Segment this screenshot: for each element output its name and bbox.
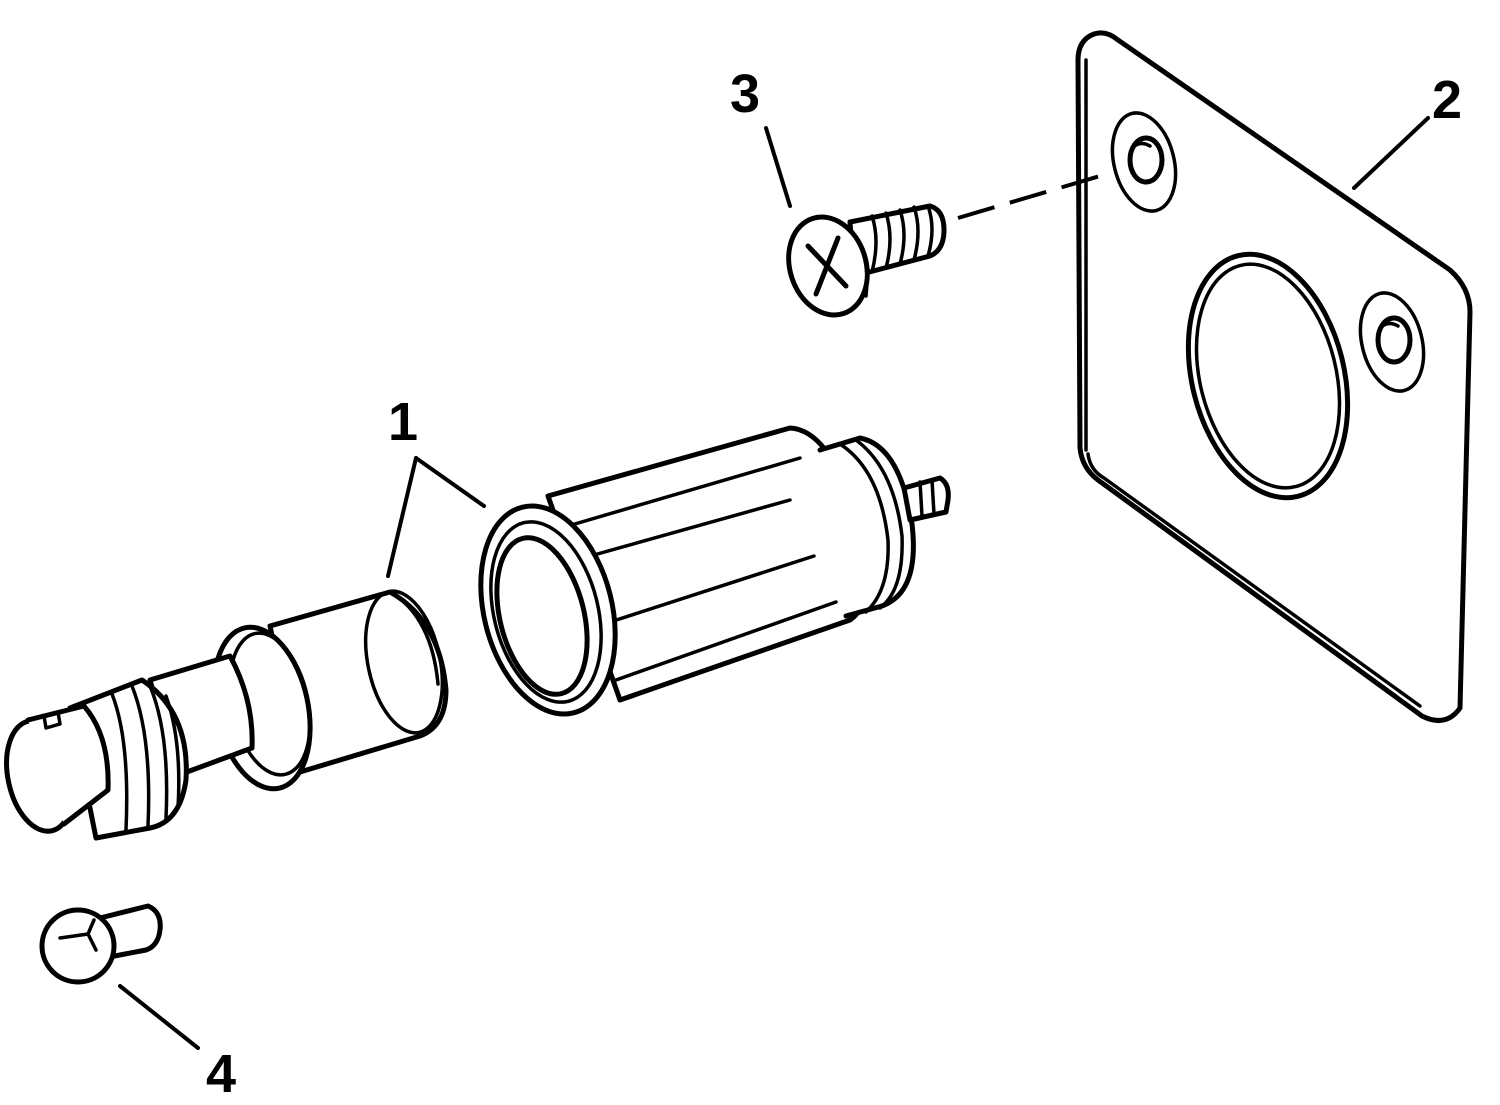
leader-line-3 bbox=[764, 126, 792, 208]
alignment-line bbox=[957, 174, 1101, 220]
callout-1: 1 bbox=[388, 392, 418, 452]
leader-line-1b bbox=[414, 456, 486, 508]
lighter-plug bbox=[4, 589, 449, 841]
callout-3: 3 bbox=[730, 64, 760, 124]
callout-2: 2 bbox=[1432, 70, 1462, 130]
screw bbox=[786, 203, 947, 318]
callout-4: 4 bbox=[206, 1044, 236, 1104]
leader-line-2 bbox=[1352, 116, 1430, 190]
socket-housing bbox=[478, 425, 951, 717]
leader-line-1a bbox=[386, 456, 418, 578]
bulb bbox=[39, 903, 163, 985]
leader-line-4 bbox=[118, 984, 200, 1050]
mounting-plate bbox=[1075, 30, 1473, 723]
